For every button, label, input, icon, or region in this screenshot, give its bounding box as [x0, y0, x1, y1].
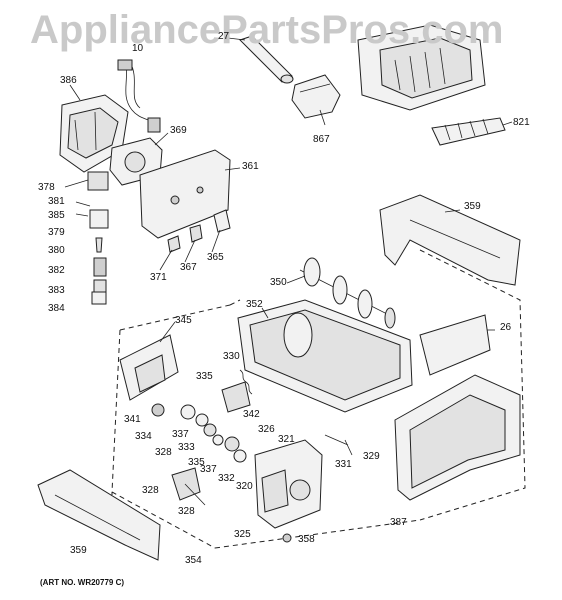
callout-label: 337 — [172, 429, 189, 440]
callout-label: 385 — [48, 210, 65, 221]
part-867-cup — [291, 74, 341, 119]
callout-label: 27 — [218, 31, 230, 42]
callout-label: 386 — [60, 75, 77, 86]
part-387-door — [394, 374, 521, 501]
callout-label: 334 — [135, 431, 152, 442]
callout-label: 359 — [70, 545, 87, 556]
callout-label: 369 — [170, 125, 187, 136]
callout-label: 329 — [363, 451, 380, 462]
part-10-harness — [117, 59, 161, 133]
part-27-fill-tube — [239, 35, 294, 84]
callout-label: 367 — [180, 262, 197, 273]
part-26-panel — [419, 314, 491, 376]
callout-label: 335 — [188, 457, 205, 468]
callout-label: 358 — [298, 534, 315, 545]
gear-stack — [151, 403, 247, 463]
art-number: (ART NO. WR20779 C) — [40, 578, 125, 587]
callout-label: 384 — [48, 303, 65, 314]
callout-label: 379 — [48, 227, 65, 238]
part-330-spring — [221, 369, 253, 413]
callout-label: 359 — [464, 201, 481, 212]
callout-label: 342 — [243, 409, 260, 420]
part-821-blades — [431, 117, 506, 146]
callout-label: 328 — [142, 485, 159, 496]
callout-label: 380 — [48, 245, 65, 256]
callout-label: 328 — [178, 506, 195, 517]
callout-label: 387 — [390, 517, 407, 528]
callout-label: 365 — [207, 252, 224, 263]
callout-label: 26 — [500, 322, 512, 333]
part-325-housing — [254, 439, 323, 529]
assembly-boundary — [111, 249, 526, 549]
callout-label: 337 — [200, 464, 217, 475]
part-359-bottom-panel — [37, 469, 161, 561]
part-352-bucket — [237, 299, 413, 413]
callout-label: 332 — [218, 473, 235, 484]
part-331-rod — [324, 434, 353, 456]
callout-label: 821 — [513, 117, 530, 128]
callout-label: 345 — [175, 315, 192, 326]
part-378-solenoid — [87, 171, 109, 191]
sub-boundary — [229, 299, 241, 306]
callout-label: 325 — [234, 529, 251, 540]
part-359-guide — [379, 194, 521, 286]
part-358-screw — [282, 533, 292, 543]
callout-label: 326 — [258, 424, 275, 435]
callout-label: 335 — [196, 371, 213, 382]
callout-label: 382 — [48, 265, 65, 276]
callout-label: 371 — [150, 272, 167, 283]
small-parts-column — [75, 201, 109, 305]
callout-label: 354 — [185, 555, 202, 566]
callout-label: 341 — [124, 414, 141, 425]
part-328-crank — [171, 467, 206, 506]
callout-label: 350 — [270, 277, 287, 288]
callout-label: 352 — [246, 299, 263, 310]
ice-maker — [357, 24, 486, 111]
part-350-auger — [299, 257, 396, 329]
callout-label: 333 — [178, 442, 195, 453]
callout-label: 867 — [313, 134, 330, 145]
callout-label: 383 — [48, 285, 65, 296]
part-361-bracket — [139, 149, 231, 239]
callout-label: 331 — [335, 459, 352, 470]
parts-371-367-365 — [167, 209, 231, 253]
callout-label: 330 — [223, 351, 240, 362]
callout-label: 320 — [236, 481, 253, 492]
callout-label: 10 — [132, 43, 144, 54]
callout-label: 381 — [48, 196, 65, 207]
callout-label: 378 — [38, 182, 55, 193]
callout-label: 321 — [278, 434, 295, 445]
part-345-cover — [119, 334, 179, 401]
callout-label: 328 — [155, 447, 172, 458]
leader-lines — [64, 37, 513, 343]
watermark: AppliancePartsPros.com — [30, 8, 504, 52]
callout-label: 361 — [242, 161, 259, 172]
part-386-housing — [59, 94, 129, 173]
